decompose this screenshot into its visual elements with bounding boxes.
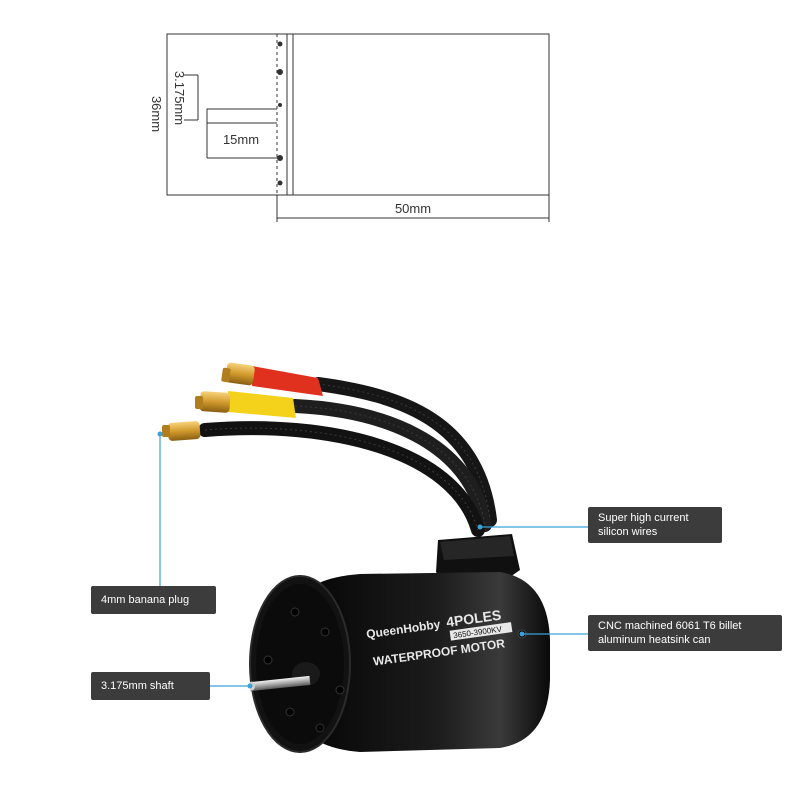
sleeve-red xyxy=(252,366,323,396)
mount-hole xyxy=(335,685,345,695)
dim-shaft-diameter-label: 3.175mm xyxy=(172,71,187,125)
banana-plug-black xyxy=(162,421,201,441)
mount-hole xyxy=(285,707,295,717)
callout-shaft-text: 3.175mm shaft xyxy=(101,680,174,692)
dim-length-label: 50mm xyxy=(395,201,431,216)
motor-outline xyxy=(166,33,550,196)
callout-lines xyxy=(157,431,588,689)
sleeve-yellow xyxy=(228,391,296,418)
callout-wires: Super high current silicon wires xyxy=(588,507,722,543)
mount-hole xyxy=(263,655,273,665)
banana-plug-yellow xyxy=(195,391,231,413)
callout-wires-line2: silicon wires xyxy=(598,526,658,538)
callout-can-line1: CNC machined 6061 T6 billet xyxy=(598,620,742,632)
mount-hole xyxy=(320,627,330,637)
callout-plug: 4mm banana plug xyxy=(91,586,216,614)
dimension-drawing xyxy=(166,33,550,222)
dim-shaft-length-label: 15mm xyxy=(223,132,259,147)
callout-wires-line1: Super high current xyxy=(598,512,689,524)
mount-hole xyxy=(315,723,325,733)
motor-illustration: QueenHobby 4POLES 3650-3900KV WATERPROOF… xyxy=(162,362,550,753)
dim-diameter-label: 36mm xyxy=(149,96,164,132)
banana-plug-red xyxy=(221,362,255,386)
mount-hole xyxy=(290,607,300,617)
callout-can: CNC machined 6061 T6 billet aluminum hea… xyxy=(588,615,782,651)
callout-can-line2: aluminum heatsink can xyxy=(598,634,711,646)
motor-poles-text: 4POLES xyxy=(445,607,502,631)
callout-shaft: 3.175mm shaft xyxy=(91,672,210,700)
callout-plug-text: 4mm banana plug xyxy=(101,594,190,606)
